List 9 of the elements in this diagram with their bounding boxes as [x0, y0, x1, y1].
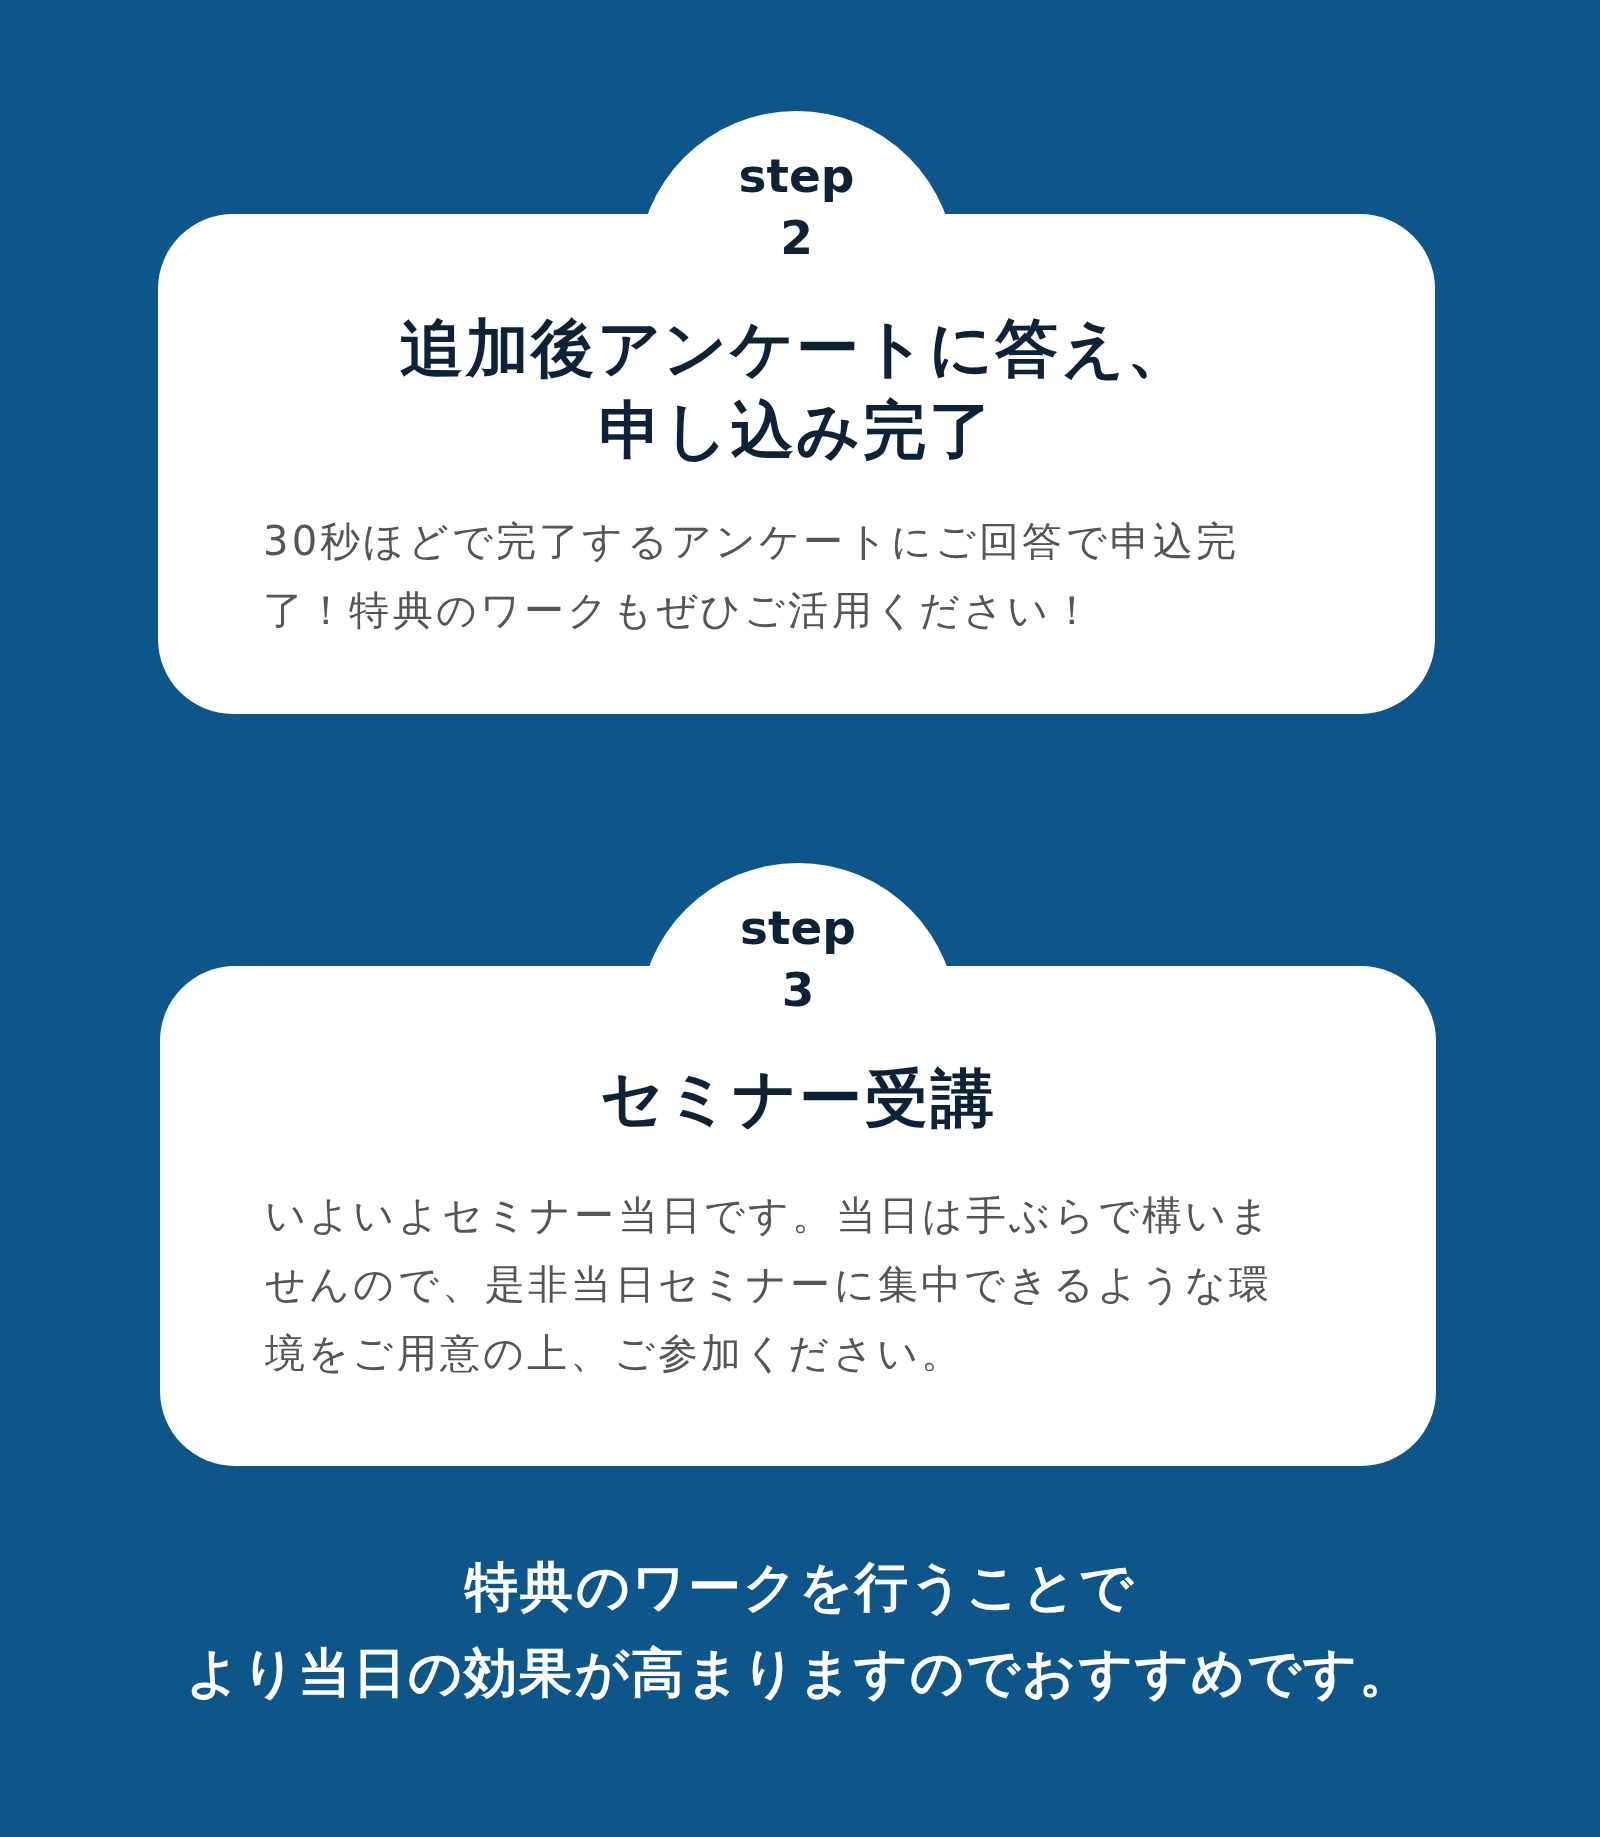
step-label: step 3: [739, 899, 857, 1019]
step-heading: 追加後アンケートに答え、申し込み完了: [399, 311, 1194, 469]
step-description: 30秒ほどで完了するアンケートにご回答で申込完了！特典のワークもぜひご活用ください！: [263, 517, 1241, 635]
step-card: [160, 863, 1436, 1466]
step-heading: セミナー受講: [598, 1061, 998, 1137]
step-description: いよいよセミナー当日です。当日は手ぶらで構いませんので、是非当日セミナーに集中できるような環境をご用意の上、ご参加ください。: [265, 1191, 1275, 1378]
step-label: step 2: [737, 147, 856, 267]
closing-note: 特典のワークを行うことでより当日の効果が高まりますのでおすすめです。: [184, 1555, 1416, 1705]
step-card: [158, 111, 1435, 714]
